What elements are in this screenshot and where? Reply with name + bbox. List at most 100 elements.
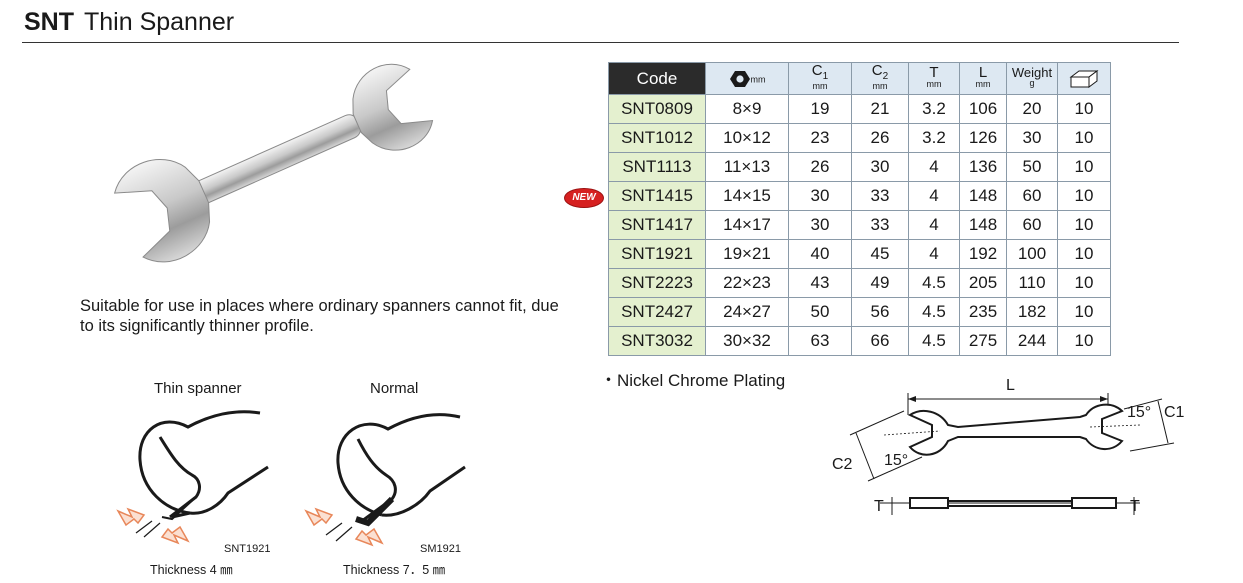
dim-length-label: L xyxy=(1006,377,1015,394)
cell-l: 275 xyxy=(959,326,1007,356)
cell-c2: 26 xyxy=(851,123,909,153)
c2-sub: 2 xyxy=(882,71,889,82)
dim-thickness-right-label: T xyxy=(1130,498,1140,515)
cell-size: 14×17 xyxy=(705,210,789,240)
dim-thickness-left-label: T xyxy=(874,498,884,515)
cell-weight: 50 xyxy=(1006,152,1058,182)
dim-c1-label: C1 xyxy=(1164,404,1185,421)
cell-c1: 63 xyxy=(788,326,852,356)
arrow-icon xyxy=(160,525,190,545)
cell-l: 205 xyxy=(959,268,1007,298)
l-symbol: L xyxy=(978,64,988,81)
cell-l: 148 xyxy=(959,210,1007,240)
cell-l: 192 xyxy=(959,239,1007,269)
cell-c1: 30 xyxy=(788,210,852,240)
cell-qty: 10 xyxy=(1057,210,1111,240)
cell-code: SNT3032 xyxy=(608,326,706,356)
weight-label: Weight xyxy=(1011,65,1053,80)
cell-code: SNT1921 xyxy=(608,239,706,269)
cell-weight: 30 xyxy=(1006,123,1058,153)
cell-size: 19×21 xyxy=(705,239,789,269)
arrow-icon xyxy=(304,507,334,527)
hex-nut-icon xyxy=(729,71,750,88)
box-qty-header xyxy=(1057,62,1111,95)
hex-unit: mm xyxy=(750,74,766,85)
cell-t: 4 xyxy=(908,239,960,269)
cell-code: SNT1417 xyxy=(608,210,706,240)
cell-t: 3.2 xyxy=(908,94,960,124)
arrow-icon xyxy=(116,507,146,527)
cell-size: 8×9 xyxy=(705,94,789,124)
thin-spanner-thickness: Thickness 4 ㎜ xyxy=(150,563,233,577)
cell-t: 4.5 xyxy=(908,268,960,298)
cell-c1: 30 xyxy=(788,181,852,211)
title-divider xyxy=(22,42,1179,43)
cell-c1: 23 xyxy=(788,123,852,153)
thin-spanner-code: SNT1921 xyxy=(224,543,271,555)
product-name: Thin Spanner xyxy=(84,8,235,36)
cell-size: 11×13 xyxy=(705,152,789,182)
arrow-icon xyxy=(354,527,384,547)
cell-c2: 21 xyxy=(851,94,909,124)
cell-qty: 10 xyxy=(1057,239,1111,269)
cell-c2: 49 xyxy=(851,268,909,298)
cell-qty: 10 xyxy=(1057,152,1111,182)
c2-symbol: C xyxy=(871,62,883,79)
cell-size: 14×15 xyxy=(705,181,789,211)
cell-c1: 43 xyxy=(788,268,852,298)
l-unit: mm xyxy=(975,79,991,89)
cell-size: 10×12 xyxy=(705,123,789,153)
cell-c1: 26 xyxy=(788,152,852,182)
cell-weight: 20 xyxy=(1006,94,1058,124)
product-description: Suitable for use in places where ordinar… xyxy=(80,297,559,335)
cell-t: 4 xyxy=(908,152,960,182)
cell-t: 3.2 xyxy=(908,123,960,153)
cell-weight: 182 xyxy=(1006,297,1058,327)
cell-size: 30×32 xyxy=(705,326,789,356)
cell-qty: 10 xyxy=(1057,297,1111,327)
cell-c1: 19 xyxy=(788,94,852,124)
page-title: SNT Thin Spanner xyxy=(24,8,234,37)
t-unit: mm xyxy=(926,79,942,89)
cell-l: 136 xyxy=(959,152,1007,182)
cell-c2: 56 xyxy=(851,297,909,327)
normal-spanner-code: SM1921 xyxy=(420,543,461,555)
plating-note: ・Nickel Chrome Plating xyxy=(600,371,786,390)
code-header: Code xyxy=(608,62,706,95)
cell-t: 4 xyxy=(908,210,960,240)
cell-code: SNT1113 xyxy=(608,152,706,182)
cell-code: SNT2223 xyxy=(608,268,706,298)
cell-weight: 60 xyxy=(1006,181,1058,211)
cell-l: 126 xyxy=(959,123,1007,153)
product-code: SNT xyxy=(24,8,74,36)
cell-c2: 45 xyxy=(851,239,909,269)
cell-t: 4.5 xyxy=(908,297,960,327)
new-badge: NEW xyxy=(564,188,604,208)
thin-spanner-illustration xyxy=(116,410,269,545)
cell-weight: 60 xyxy=(1006,210,1058,240)
cell-l: 106 xyxy=(959,94,1007,124)
weight-unit: g xyxy=(1029,78,1035,88)
cell-qty: 10 xyxy=(1057,268,1111,298)
cell-size: 24×27 xyxy=(705,297,789,327)
cell-weight: 110 xyxy=(1006,268,1058,298)
dim-angle-c2-label: 15° xyxy=(884,452,909,469)
spanner-photo xyxy=(113,63,434,263)
cell-l: 235 xyxy=(959,297,1007,327)
cell-code: SNT2427 xyxy=(608,297,706,327)
c1-symbol: C xyxy=(811,62,823,79)
normal-spanner-illustration xyxy=(304,413,466,547)
cell-c2: 66 xyxy=(851,326,909,356)
cell-weight: 244 xyxy=(1006,326,1058,356)
